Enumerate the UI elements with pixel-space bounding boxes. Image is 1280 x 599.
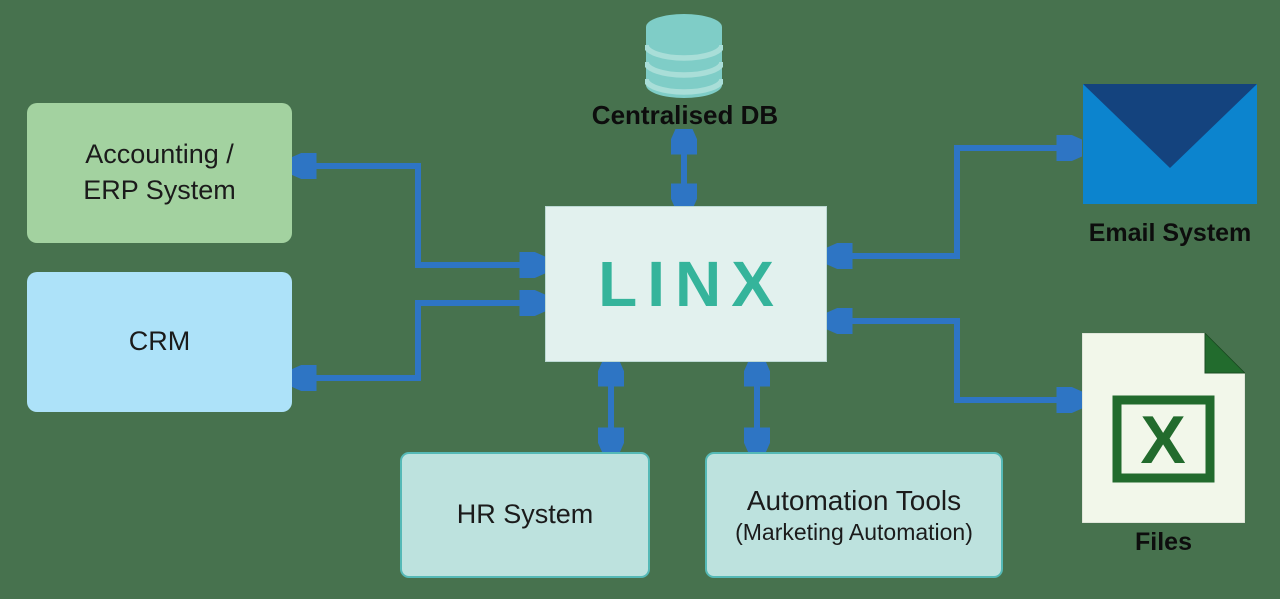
accounting-label-line1: Accounting / xyxy=(85,139,234,170)
excel-file-icon: X xyxy=(1081,331,1247,528)
files-label: Files xyxy=(1135,528,1192,556)
centralised-db-label: Centralised DB xyxy=(591,100,779,130)
automation-label-line1: Automation Tools xyxy=(746,485,962,517)
excel-x-glyph: X xyxy=(1140,402,1185,478)
envelope-icon xyxy=(1083,84,1257,209)
arrow-linx-files xyxy=(832,321,1077,400)
linx-hub-node: LINX xyxy=(545,206,827,362)
arrow-crm-linx xyxy=(296,303,540,378)
email-system-label: Email System xyxy=(1088,219,1252,247)
hr-system-node: HR System xyxy=(400,452,650,578)
hr-system-label: HR System xyxy=(456,499,594,530)
crm-node: CRM xyxy=(27,272,292,412)
linx-logo: LINX xyxy=(598,248,784,320)
arrow-accounting-linx xyxy=(296,166,540,265)
accounting-label-line2: ERP System xyxy=(83,175,236,205)
arrow-linx-email xyxy=(832,148,1077,256)
database-icon xyxy=(643,13,725,104)
automation-label-line2: (Marketing Automation) xyxy=(735,519,973,546)
crm-label: CRM xyxy=(128,326,191,357)
automation-tools-node: Automation Tools (Marketing Automation) xyxy=(705,452,1003,578)
accounting-erp-node: Accounting / ERP System xyxy=(27,103,292,243)
